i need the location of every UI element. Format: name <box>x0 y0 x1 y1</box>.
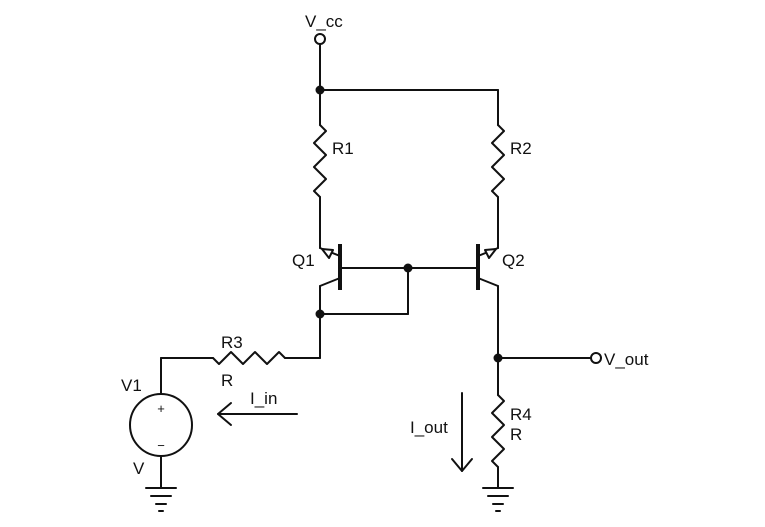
r1-label: R1 <box>332 139 354 158</box>
v1-voltage-source: + − <box>129 393 193 457</box>
r2-resistor <box>491 124 505 198</box>
v1-value: V <box>133 459 145 478</box>
vcc-terminal: V_cc <box>305 12 343 45</box>
r4-resistor <box>491 394 505 468</box>
q1-label: Q1 <box>292 251 315 270</box>
q1-emitter-arrow-icon <box>321 248 334 259</box>
r1-resistor <box>313 124 327 198</box>
vout-terminal <box>590 352 602 364</box>
v1-label: V1 <box>121 376 142 395</box>
q1-transistor <box>319 244 342 315</box>
r4-value: R <box>510 425 522 444</box>
iout-label: I_out <box>410 418 448 437</box>
r3-label: R3 <box>221 333 243 352</box>
r4-label: R4 <box>510 405 532 424</box>
q2-emitter-arrow-icon <box>484 248 497 259</box>
r2-label: R2 <box>510 139 532 158</box>
v1-minus-sign: − <box>157 438 165 453</box>
vout-label: V_out <box>604 350 649 369</box>
iin-arrow-icon <box>217 402 298 426</box>
r3-resistor <box>212 351 286 365</box>
iin-label: I_in <box>250 389 277 408</box>
ground-right-icon <box>482 487 514 512</box>
iout-arrow-icon <box>451 392 473 472</box>
v1-plus-sign: + <box>157 401 165 416</box>
q2-transistor <box>476 244 499 359</box>
r3-value: R <box>221 371 233 390</box>
vcc-label: V_cc <box>305 12 343 31</box>
ground-left-icon <box>145 487 177 512</box>
q2-label: Q2 <box>502 251 525 270</box>
